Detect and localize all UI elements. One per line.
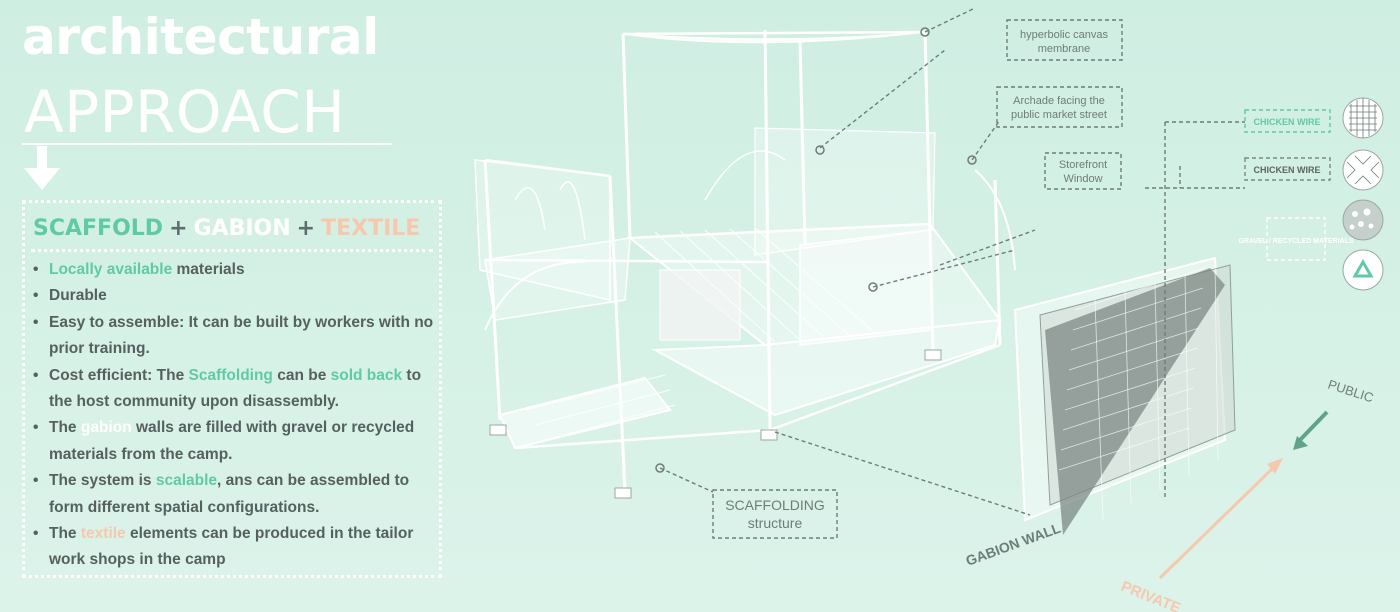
label-hyperbolic-1: hyperbolic canvas [1020, 29, 1109, 41]
gravel-icon [1342, 199, 1384, 241]
label-gabion-wall: GABION WALL [964, 520, 1063, 569]
feature-text: Cost efficient: The [49, 366, 189, 384]
feature-text: can be [272, 366, 331, 384]
heading-divider [31, 249, 433, 252]
public-arrow-icon [1293, 410, 1329, 450]
title-architectural: architectural [22, 8, 379, 66]
title-approach: APPROACH [24, 78, 346, 146]
feature-highlight: gabion [80, 419, 132, 437]
feature-text: Durable [49, 287, 107, 305]
heading-textile: TEXTILE [321, 216, 421, 241]
label-storefront-1: Storefront [1059, 159, 1107, 171]
label-storefront-2: Window [1063, 173, 1102, 185]
feature-text: The [49, 419, 81, 437]
heading-plus: + [296, 216, 316, 241]
heading-scaffold: SCAFFOLD [33, 216, 164, 241]
heading-gabion: GABION [193, 216, 291, 241]
label-arcade-2: public market street [1011, 109, 1107, 121]
material-labels: CHICKEN WIRE CHICKEN WIRE GRAVEL / RECYC… [1238, 117, 1353, 245]
feature-highlight: Locally available [49, 261, 173, 278]
hex-mesh-icon [1342, 149, 1384, 191]
feature-text: materials [172, 261, 245, 278]
leader-lines [659, 7, 1245, 516]
feature-text: to the host community upon disassembly. [49, 366, 422, 411]
feature-text: Easy to assemble: It can be built by wor… [49, 313, 434, 358]
feature-highlight: Scaffolding [188, 366, 273, 384]
square-mesh-icon [1342, 97, 1384, 139]
feature-text: elements can be produced in the tailor w… [49, 525, 414, 569]
label-public: PUBLIC [1326, 377, 1375, 406]
feature-list: Locally available materialsDurableEasy t… [31, 257, 437, 574]
feature-item: The textile elements can be produced in … [31, 521, 437, 574]
scaffolding-module-diagram: hyperbolic canvas membrane Archade facin… [474, 7, 1384, 612]
recycle-icon [1342, 249, 1384, 291]
label-arcade-1: Archade facing the [1013, 95, 1105, 107]
feature-highlight: sold back [330, 366, 403, 384]
label-scaffolding-2: structure [748, 515, 803, 531]
feature-text: walls are filled with gravel or recycled… [49, 419, 415, 463]
feature-item: The gabion walls are filled with gravel … [31, 415, 437, 468]
label-scaffolding-1: SCAFFOLDING [725, 497, 825, 513]
material-icons [1342, 97, 1384, 291]
features-box: SCAFFOLD+GABION+TEXTILE Locally availabl… [22, 200, 442, 578]
feature-text: The system is [49, 472, 156, 490]
material-label-2: CHICKEN WIRE [1254, 165, 1321, 175]
title-underline [22, 143, 392, 145]
material-label-1: CHICKEN WIRE [1254, 117, 1321, 127]
feature-text: , ans can be assembled to form different… [49, 472, 410, 516]
label-markers [655, 27, 977, 473]
direction-arrows [1158, 410, 1329, 580]
feature-highlight: textile [80, 525, 126, 543]
heading-plus: + [169, 216, 188, 241]
feature-item: The system is scalable, ans can be assem… [31, 468, 437, 521]
gabion-wall [1013, 256, 1236, 535]
feature-text: The [49, 525, 81, 543]
private-arrow-icon [1158, 458, 1283, 580]
label-private: PRIVATE [1119, 578, 1184, 612]
material-label-3: GRAVEL / RECYCLED MATERIALS [1238, 238, 1353, 245]
feature-highlight: scalable [155, 472, 218, 490]
box-heading: SCAFFOLD+GABION+TEXTILE [33, 215, 420, 243]
feature-item: Durable [31, 283, 437, 310]
callout-boxes [712, 19, 1331, 539]
scaffold-structure [474, 29, 1016, 499]
arrow-down-icon [24, 146, 60, 190]
feature-item: Locally available materials [31, 257, 437, 284]
feature-item: Easy to assemble: It can be built by wor… [31, 310, 437, 363]
label-hyperbolic-2: membrane [1038, 43, 1091, 55]
feature-item: Cost efficient: The Scaffolding can be s… [31, 363, 437, 416]
